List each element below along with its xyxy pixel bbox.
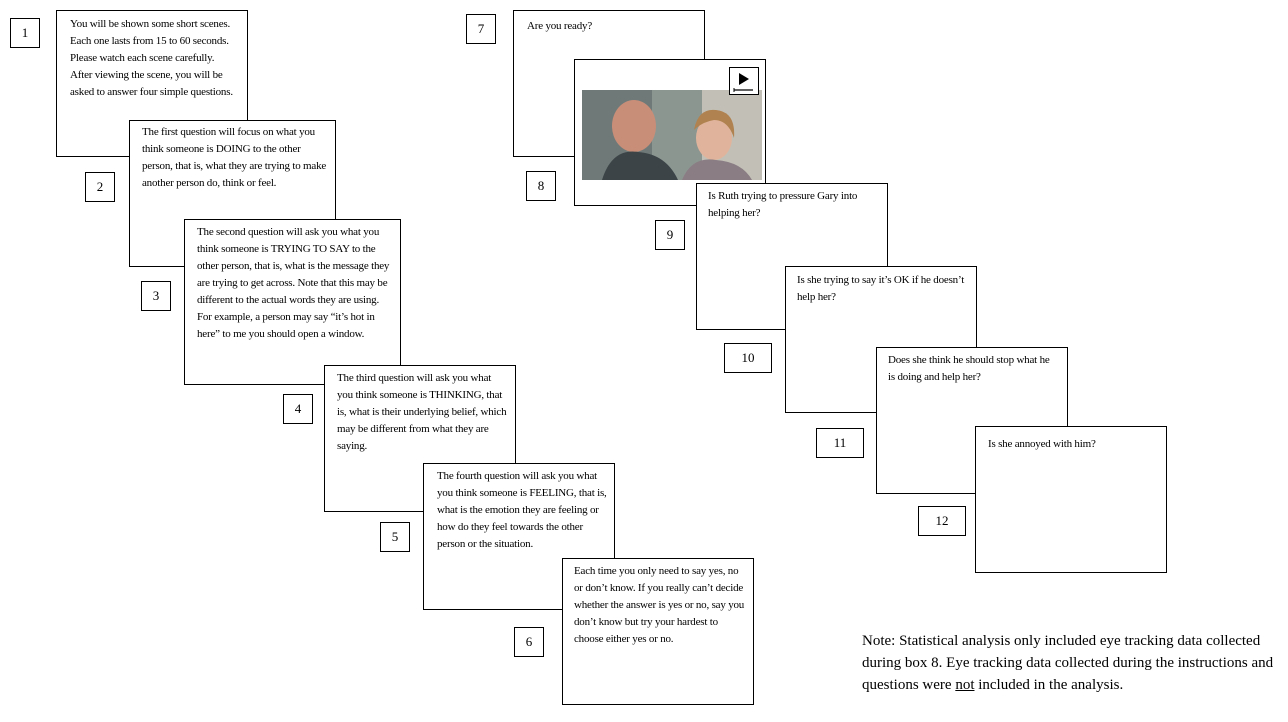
- box-number-9: 9: [655, 220, 685, 250]
- note-underlined-word: not: [955, 677, 975, 693]
- video-still-icon: [582, 90, 762, 180]
- box-number-10: 10: [724, 343, 772, 373]
- instruction-text-4: The third question will ask you what you…: [337, 372, 507, 452]
- box-number-6: 6: [514, 627, 544, 657]
- note-text-part1: Note: Statistical analysis only included…: [862, 633, 1274, 693]
- instruction-text-2: The first question will focus on what yo…: [142, 126, 327, 189]
- box-number-8: 8: [526, 171, 556, 201]
- question-text-11: Does she think he should stop what he is…: [888, 354, 1050, 383]
- instruction-box-6: [562, 558, 754, 705]
- box-number-1: 1: [10, 18, 40, 48]
- question-box-12: [975, 426, 1167, 573]
- question-text-10: Is she trying to say it’s OK if he doesn…: [797, 274, 965, 303]
- box-number-2: 2: [85, 172, 115, 202]
- box-number-4: 4: [283, 394, 313, 424]
- instruction-text-1: You will be shown some short scenes. Eac…: [70, 18, 233, 98]
- instruction-text-5: The fourth question will ask you what yo…: [437, 470, 607, 550]
- question-text-9: Is Ruth trying to pressure Gary into hel…: [708, 190, 858, 219]
- box-number-3: 3: [141, 281, 171, 311]
- ready-text-7: Are you ready?: [527, 20, 592, 32]
- box-number-11: 11: [816, 428, 864, 458]
- box-number-12: 12: [918, 506, 966, 536]
- instruction-text-6: Each time you only need to say yes, no o…: [574, 565, 745, 645]
- instruction-text-3: The second question will ask you what yo…: [197, 226, 390, 340]
- instruction-box-3: [184, 219, 401, 385]
- box-number-5: 5: [380, 522, 410, 552]
- question-text-12: Is she annoyed with him?: [988, 438, 1096, 450]
- play-icon[interactable]: [729, 67, 759, 95]
- analysis-note: Note: Statistical analysis only included…: [862, 630, 1282, 696]
- note-text-part2: included in the analysis.: [974, 677, 1124, 693]
- box-number-7: 7: [466, 14, 496, 44]
